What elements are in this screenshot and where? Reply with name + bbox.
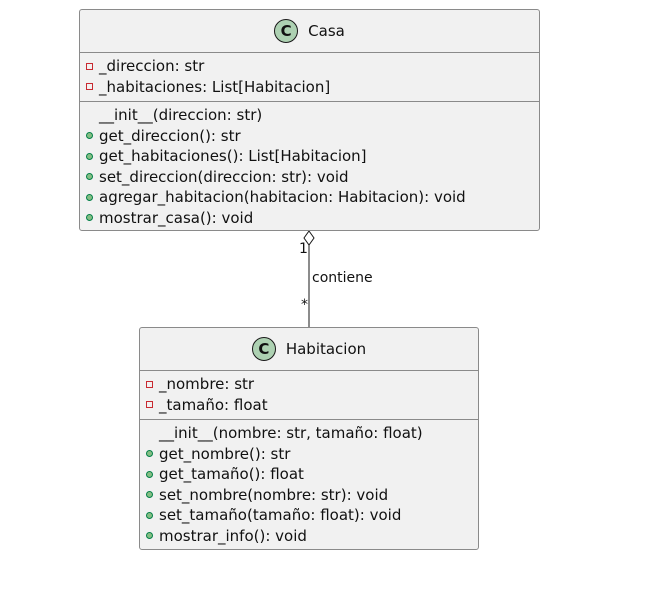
member-text: mostrar_info(): void xyxy=(159,526,307,545)
member-text: set_direccion(direccion: str): void xyxy=(99,167,349,186)
member-row: __init__(direccion: str) xyxy=(86,105,539,126)
class-casa[interactable]: C Casa _direccion: str_habitaciones: Lis… xyxy=(79,9,540,231)
member-text: __init__(direccion: str) xyxy=(99,106,263,125)
class-name: Casa xyxy=(308,22,345,40)
member-text: __init__(nombre: str, tamaño: float) xyxy=(159,424,423,443)
public-visibility-icon xyxy=(146,491,153,499)
member-row: agregar_habitacion(habitacion: Habitacio… xyxy=(86,187,539,208)
member-text: get_direccion(): str xyxy=(99,126,241,145)
relation-label: contiene xyxy=(312,270,373,286)
member-row: get_tamaño(): float xyxy=(146,464,478,485)
member-row: mostrar_casa(): void xyxy=(86,208,539,229)
private-visibility-icon xyxy=(86,62,93,70)
member-text: set_tamaño(tamaño: float): void xyxy=(159,506,402,525)
class-stereotype-icon: C xyxy=(274,19,299,43)
visibility-spacer xyxy=(146,430,153,437)
member-row: set_direccion(direccion: str): void xyxy=(86,167,539,188)
member-text: _tamaño: float xyxy=(159,395,268,414)
public-visibility-icon xyxy=(86,152,93,160)
source-multiplicity: 1 xyxy=(299,241,308,257)
member-row: __init__(nombre: str, tamaño: float) xyxy=(146,423,478,444)
public-visibility-icon xyxy=(86,193,93,201)
member-text: get_tamaño(): float xyxy=(159,465,304,484)
member-row: _tamaño: float xyxy=(146,395,478,416)
member-text: agregar_habitacion(habitacion: Habitacio… xyxy=(99,188,466,207)
methods-section: __init__(direccion: str)get_direccion():… xyxy=(80,101,539,232)
member-row: mostrar_info(): void xyxy=(146,526,478,547)
member-text: get_habitaciones(): List[Habitacion] xyxy=(99,147,367,166)
member-text: mostrar_casa(): void xyxy=(99,208,254,227)
private-visibility-icon xyxy=(146,380,153,388)
public-visibility-icon xyxy=(86,173,93,181)
class-stereotype-icon: C xyxy=(251,337,276,361)
member-text: set_nombre(nombre: str): void xyxy=(159,485,389,504)
private-visibility-icon xyxy=(146,401,153,409)
member-row: get_habitaciones(): List[Habitacion] xyxy=(86,146,539,167)
member-text: _direccion: str xyxy=(99,57,205,76)
member-text: _habitaciones: List[Habitacion] xyxy=(99,77,331,96)
private-visibility-icon xyxy=(86,83,93,91)
member-row: set_tamaño(tamaño: float): void xyxy=(146,505,478,526)
public-visibility-icon xyxy=(146,470,153,478)
member-row: get_nombre(): str xyxy=(146,444,478,465)
member-text: get_nombre(): str xyxy=(159,444,291,463)
attributes-section: _direccion: str_habitaciones: List[Habit… xyxy=(80,52,539,101)
visibility-spacer xyxy=(86,112,93,119)
public-visibility-icon xyxy=(86,132,93,140)
member-text: _nombre: str xyxy=(159,375,255,394)
class-name: Habitacion xyxy=(285,340,367,358)
public-visibility-icon xyxy=(86,214,93,222)
class-header: C Casa xyxy=(80,10,539,52)
public-visibility-icon xyxy=(146,450,153,458)
member-row: _habitaciones: List[Habitacion] xyxy=(86,77,539,98)
member-row: get_direccion(): str xyxy=(86,126,539,147)
member-row: set_nombre(nombre: str): void xyxy=(146,485,478,506)
member-row: _direccion: str xyxy=(86,56,539,77)
class-header: C Habitacion xyxy=(140,328,478,370)
member-row: _nombre: str xyxy=(146,374,478,395)
public-visibility-icon xyxy=(146,511,153,519)
class-habitacion[interactable]: C Habitacion _nombre: str_tamaño: float … xyxy=(139,327,479,550)
target-multiplicity: * xyxy=(301,297,308,313)
public-visibility-icon xyxy=(146,532,153,540)
attributes-section: _nombre: str_tamaño: float xyxy=(140,370,478,419)
methods-section: __init__(nombre: str, tamaño: float)get_… xyxy=(140,419,478,550)
